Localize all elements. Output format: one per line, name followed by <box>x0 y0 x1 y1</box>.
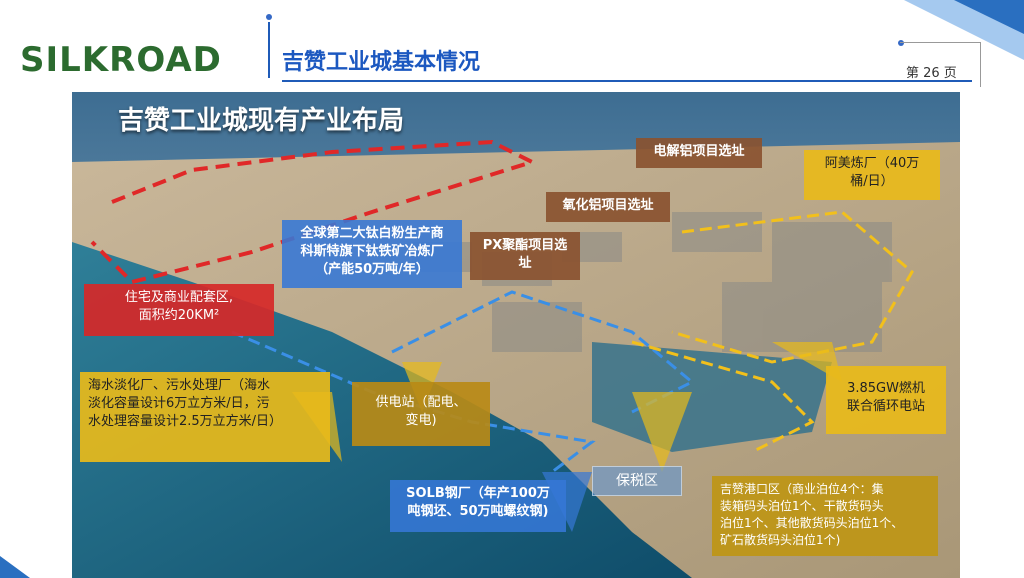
port-line-4: 矿石散货码头泊位1个) <box>720 533 841 547</box>
px-polyester-label: PX聚酯项目选 址 <box>470 232 580 280</box>
titanium-line-2: 科斯特旗下钛铁矿冶炼厂 <box>300 244 444 259</box>
titanium-line-1: 全球第二大钛白粉生产商 <box>300 226 444 241</box>
power-station-line-1: 供电站（配电、 <box>375 395 467 410</box>
desalination-line-3: 水处理容量设计2.5万立方米/日） <box>88 414 283 429</box>
page-number-frame <box>900 42 981 87</box>
logo-text: SILKROAD <box>20 40 222 80</box>
refinery-line-2: 桶/日） <box>850 174 894 189</box>
corner-decoration-dark <box>954 0 1024 34</box>
page-title: 吉赞工业城基本情况 <box>282 50 481 75</box>
page-number: 第 26 页 <box>906 66 957 81</box>
jazan-port-label: 吉赞港口区（商业泊位4个：集 装箱码头泊位1个、干散货码头 泊位1个、其他散货码… <box>712 476 938 556</box>
steel-line-1: SOLB钢厂（年产100万 <box>406 486 550 501</box>
bonded-zone-label: 保税区 <box>592 466 682 496</box>
desalination-line-2: 淡化容量设计6万立方米/日，污 <box>88 396 270 411</box>
page-dot <box>898 40 904 46</box>
port-line-3: 泊位1个、其他散货码头泊位1个、 <box>720 516 904 530</box>
gas-plant-line-2: 联合循环电站 <box>846 399 925 414</box>
steel-line-2: 吨钢坯、50万吨螺纹钢) <box>407 504 549 519</box>
residential-line-1: 住宅及商业配套区, <box>124 290 234 305</box>
gas-power-plant-label: 3.85GW燃机 联合循环电站 <box>826 366 946 434</box>
solb-steel-label: SOLB钢厂（年产100万 吨钢坯、50万吨螺纹钢) <box>390 480 566 532</box>
photo-title: 吉赞工业城现有产业布局 <box>118 106 405 136</box>
port-line-2: 装箱码头泊位1个、干散货码头 <box>720 499 884 513</box>
desalination-label: 海水淡化厂、污水处理厂（海水 淡化容量设计6万立方米/日，污 水处理容量设计2.… <box>80 372 330 462</box>
alumina-label: 氧化铝项目选址 <box>546 192 670 222</box>
titanium-plant-label: 全球第二大钛白粉生产商 科斯特旗下钛铁矿冶炼厂 （产能50万吨/年） <box>282 220 462 288</box>
port-line-1: 吉赞港口区（商业泊位4个：集 <box>720 482 884 496</box>
electrolytic-aluminum-label: 电解铝项目选址 <box>636 138 762 168</box>
refinery-line-1: 阿美炼厂（40万 <box>824 156 920 171</box>
residential-zone-label: 住宅及商业配套区, 面积约20KM² <box>84 284 274 336</box>
desalination-line-1: 海水淡化厂、污水处理厂（海水 <box>88 378 271 393</box>
aramco-refinery-label: 阿美炼厂（40万 桶/日） <box>804 150 940 200</box>
header-divider <box>268 22 270 78</box>
power-supply-station-label: 供电站（配电、 变电) <box>352 382 490 446</box>
header-dot <box>266 14 272 20</box>
header-underline <box>282 80 972 82</box>
power-station-line-2: 变电) <box>405 413 437 428</box>
px-line-2: 址 <box>518 256 532 271</box>
px-line-1: PX聚酯项目选 <box>482 238 568 253</box>
residential-line-2: 面积约20KM² <box>138 308 220 323</box>
silkroad-logo: SILKROAD <box>20 40 222 80</box>
corner-decoration-bottom <box>0 556 30 578</box>
gas-plant-line-1: 3.85GW燃机 <box>847 381 925 396</box>
titanium-line-3: （产能50万吨/年） <box>315 262 429 277</box>
